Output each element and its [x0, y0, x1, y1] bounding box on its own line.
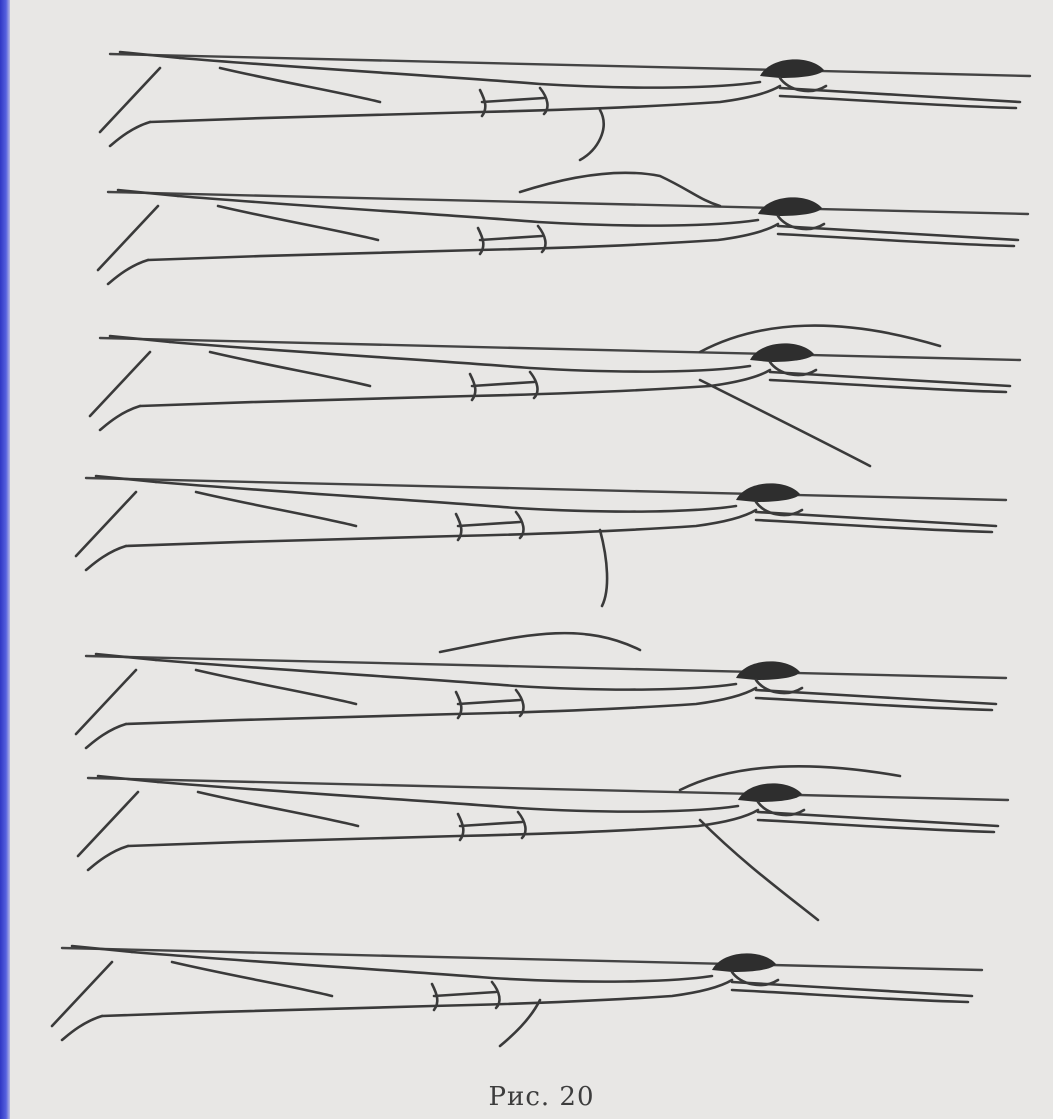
- swimmer-phase-1: [100, 52, 1030, 160]
- swimmer-phase-6: [78, 766, 1008, 920]
- figure-caption-text: Рис. 20: [459, 1082, 595, 1112]
- figure-caption: Рис. 20: [0, 1082, 1053, 1112]
- swimmer-phase-4: [76, 476, 1006, 606]
- swimmer-phase-2: [98, 173, 1028, 284]
- swimmer-phase-7: [52, 946, 982, 1046]
- swimmer-phase-3: [90, 326, 1020, 466]
- swimmer-phase-5: [76, 633, 1006, 748]
